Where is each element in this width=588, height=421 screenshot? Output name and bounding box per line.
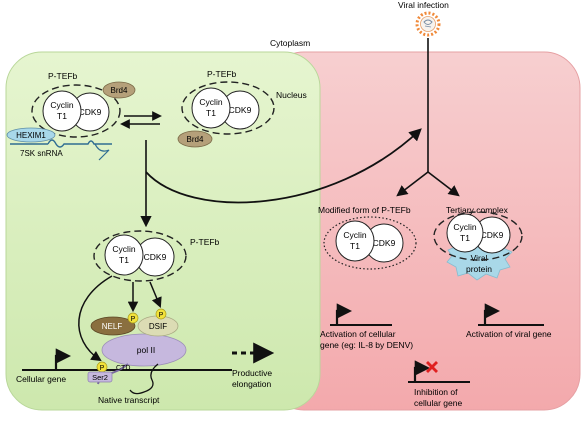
gene-promoter-arrow-icon xyxy=(483,303,501,325)
gene-promoter-arrow-icon xyxy=(413,360,431,382)
release-curve-arrow xyxy=(145,128,422,204)
native-transcript-label: Native transcript xyxy=(98,395,160,405)
phosphate-icon: P xyxy=(96,361,108,373)
arrow-to-dsif xyxy=(149,281,162,308)
cyclin-label: Cyclin xyxy=(199,97,222,107)
cdk9-label: CDK9 xyxy=(481,230,504,240)
ptefb-inactive-complex: CDK9 Cyclin T1 xyxy=(42,90,110,132)
svg-text:P: P xyxy=(159,312,164,319)
activation-cellular-label-2: gene (eg: IL-8 by DENV) xyxy=(320,340,413,350)
ser2 xyxy=(87,371,113,383)
brd4-free xyxy=(102,81,136,99)
pol-ii xyxy=(101,333,187,367)
ptefb-free-complex: CDK9 Cyclin T1 xyxy=(104,234,175,277)
modified-ptefb-dotted-outline xyxy=(323,216,417,270)
cdk9-label: CDK9 xyxy=(373,238,396,248)
arrow-to-ser2 xyxy=(78,275,113,362)
t1-label: T1 xyxy=(206,108,216,118)
viral-protein-label-2: protein xyxy=(466,264,492,274)
cyclin-t1-modified xyxy=(335,220,375,262)
ptefb-inactive-dashed-outline xyxy=(31,84,121,138)
brd4-bound-label: Brd4 xyxy=(187,135,204,144)
hexim1 xyxy=(6,127,56,143)
nelf-label: NELF xyxy=(102,322,123,331)
t1-label: T1 xyxy=(119,255,129,265)
viral-protein-label-1: Viral xyxy=(471,253,488,263)
productive-elongation-label-2: elongation xyxy=(232,379,272,389)
cdk9-label: CDK9 xyxy=(79,107,102,117)
ptefb-brd4-label: P-TEFb xyxy=(207,69,237,79)
modified-ptefb-label: Modified form of P-TEFb xyxy=(318,205,411,215)
phosphate-icon: P xyxy=(155,308,167,320)
snrna-strand xyxy=(10,139,112,148)
cyclin-label: Cyclin xyxy=(50,100,73,110)
cdk9-label: CDK9 xyxy=(144,252,167,262)
cyclin-t1-free xyxy=(104,234,144,276)
ptefb-inactive-label: P-TEFb xyxy=(48,71,78,81)
virus-icon xyxy=(415,11,441,37)
ctd-label: CTD xyxy=(116,365,130,372)
phosphate-icon: P xyxy=(127,312,139,324)
ptefb-brd4-complex: CDK9 Cyclin T1 xyxy=(191,87,260,130)
ptefb-brd4-dashed-outline xyxy=(181,81,275,135)
inhibition-x-icon xyxy=(426,361,438,373)
ptefb-free-dashed-outline xyxy=(93,230,187,282)
modified-ptefb-complex: CDK9 Cyclin T1 xyxy=(335,220,404,263)
gene-promoter-arrow-icon xyxy=(54,348,72,370)
pol-ii-label: pol II xyxy=(137,345,155,355)
cyclin-t1-inactive xyxy=(42,90,82,132)
cdk9-label: CDK9 xyxy=(229,105,252,115)
hexim1-label: HEXIM1 xyxy=(16,131,46,140)
nucleus-label: Nucleus xyxy=(276,90,307,100)
svg-text:P: P xyxy=(100,365,105,372)
tertiary-dashed-outline xyxy=(433,211,523,261)
inhibition-label-2: cellular gene xyxy=(414,398,462,408)
tertiary-complex-label: Tertiary complex xyxy=(446,205,509,215)
native-transcript xyxy=(129,363,159,395)
snrna-loop xyxy=(94,143,110,161)
cyclin-label: Cyclin xyxy=(112,244,135,254)
nelf xyxy=(90,316,136,336)
brd4-bound xyxy=(177,130,213,148)
cytoplasm-label: Cytoplasm xyxy=(270,38,310,48)
t1-label: T1 xyxy=(460,233,470,243)
tertiary-ptefb-complex: CDK9 Cyclin T1 xyxy=(446,213,511,254)
cyclin-label: Cyclin xyxy=(453,222,476,232)
branch-to-tertiary-arrow xyxy=(427,171,460,197)
viral-infection-label: Viral infection xyxy=(398,0,449,10)
cellular-gene-label: Cellular gene xyxy=(16,374,66,384)
branch-to-modified-arrow xyxy=(396,171,429,197)
t1-label: T1 xyxy=(350,241,360,251)
gene-promoter-arrow-icon xyxy=(335,303,353,325)
dsif-label: DSIF xyxy=(149,322,167,331)
cyclin-t1-brd4 xyxy=(191,87,231,129)
ser2-label: Ser2 xyxy=(92,373,108,382)
t1-label: T1 xyxy=(57,111,67,121)
activation-cellular-label-1: Activation of cellular xyxy=(320,329,396,339)
activation-viral-label: Activation of viral gene xyxy=(466,329,552,339)
cyclin-t1-tertiary xyxy=(446,213,484,253)
ptefb-free-label: P-TEFb xyxy=(190,237,220,247)
inhibition-label-1: Inhibition of xyxy=(414,387,458,397)
brd4-free-label: Brd4 xyxy=(111,86,128,95)
nucleus-region xyxy=(5,51,321,411)
productive-elongation-label-1: Productive xyxy=(232,368,272,378)
snrna-label: 7SK snRNA xyxy=(20,149,63,158)
svg-text:P: P xyxy=(131,316,136,323)
cyclin-label: Cyclin xyxy=(343,230,366,240)
